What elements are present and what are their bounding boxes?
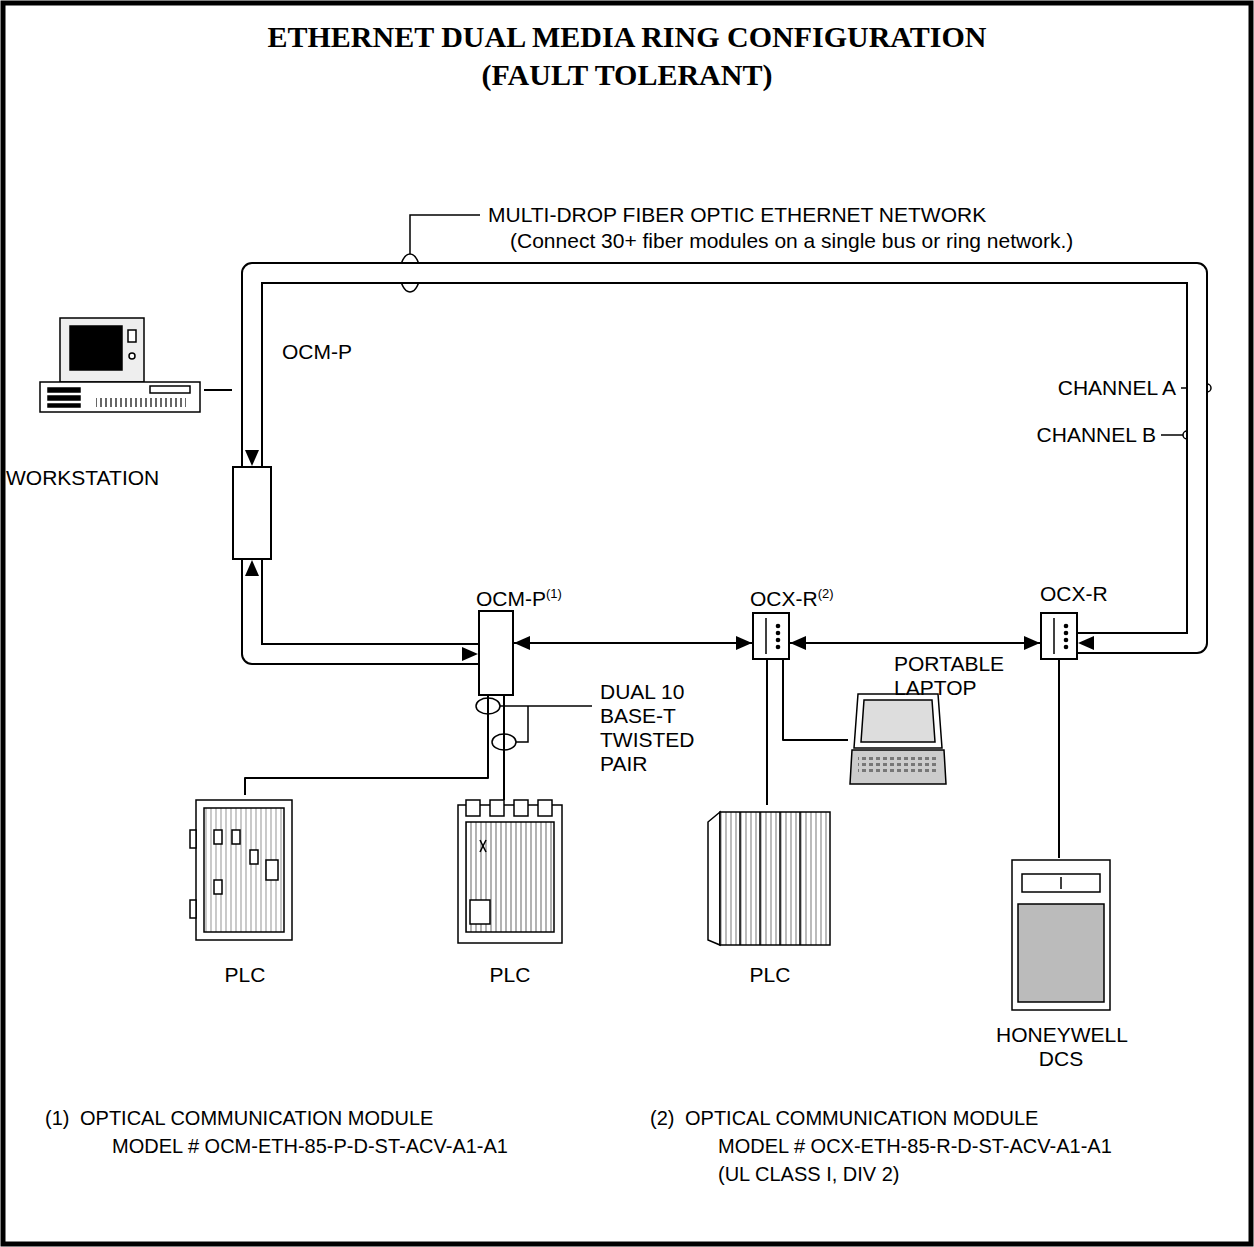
node-text: PLC bbox=[750, 963, 791, 986]
plc-node: PLC bbox=[708, 805, 832, 995]
frame bbox=[3, 3, 1251, 1244]
plc-node: PLC bbox=[192, 795, 298, 995]
plc-rack-icon bbox=[190, 800, 292, 940]
node-label: OCX-R bbox=[1040, 582, 1108, 606]
footnote-text: OPTICAL COMMUNICATION MODULE bbox=[685, 1106, 1038, 1130]
workstation-icon bbox=[40, 318, 200, 412]
channel-label: CHANNEL A bbox=[1040, 376, 1176, 400]
cable-line bbox=[767, 660, 768, 805]
diagram-title: ETHERNET DUAL MEDIA RING CONFIGURATION (… bbox=[237, 18, 1017, 94]
cable-path bbox=[790, 642, 1040, 644]
cable-path bbox=[514, 642, 752, 644]
footnote-ref: (1) bbox=[546, 586, 562, 601]
fiber-outer bbox=[252, 560, 478, 654]
fiber-ring bbox=[245, 273, 1197, 650]
node-label: PORTABLE LAPTOP bbox=[894, 652, 1009, 700]
leader-lines bbox=[400, 215, 1211, 750]
cable-path bbox=[1058, 660, 1060, 858]
module-box: OCX-R(2) bbox=[752, 612, 790, 660]
cable-path bbox=[245, 696, 488, 795]
arrow-head bbox=[245, 450, 259, 466]
footnote-ref: (2) bbox=[818, 586, 834, 601]
node-label: WORKSTATION bbox=[6, 466, 159, 490]
dcs-node: HONEYWELL DCS bbox=[996, 858, 1126, 1078]
arrow-head bbox=[462, 647, 478, 661]
arrow-head bbox=[245, 560, 259, 576]
module-box: OCX-R bbox=[1040, 612, 1078, 660]
workstation-node: WORKSTATION bbox=[4, 316, 204, 496]
cable-line bbox=[504, 696, 505, 800]
fiber-outer bbox=[252, 273, 1197, 643]
node-text: OCX-R bbox=[750, 587, 818, 610]
module-detail bbox=[1042, 614, 1076, 658]
node-label: OCM-P bbox=[282, 340, 352, 364]
node-label: OCX-R(2) bbox=[750, 582, 834, 611]
network-note: (Connect 30+ fiber modules on a single b… bbox=[510, 229, 1073, 253]
arrow-head bbox=[736, 636, 752, 650]
node-text: OCX-R bbox=[1040, 582, 1108, 605]
node-text: OCM-P bbox=[282, 340, 352, 363]
cable-line bbox=[790, 636, 1040, 650]
arrow-head bbox=[790, 636, 806, 650]
laptop-icon bbox=[850, 694, 946, 784]
module-box: OCM-P bbox=[232, 466, 272, 560]
model-number: MODEL # OCX-ETH-85-R-D-ST-ACV-A1-A1 bbox=[718, 1134, 1112, 1158]
plc-node: PLC bbox=[454, 800, 566, 995]
node-text: PLC bbox=[225, 963, 266, 986]
dcs-cabinet-icon bbox=[1012, 860, 1110, 1010]
node-text: PORTABLE LAPTOP bbox=[894, 652, 1004, 699]
node-label: PLC bbox=[192, 963, 298, 987]
arrow-head bbox=[1024, 636, 1040, 650]
fiber-inner bbox=[252, 560, 478, 654]
node-text: HONEYWELL DCS bbox=[996, 1023, 1128, 1070]
footnote-number: (2) bbox=[650, 1106, 674, 1130]
cable-path bbox=[503, 696, 505, 800]
fiber-inner bbox=[252, 273, 1197, 643]
cable-label: DUAL 10 BASE-T TWISTED PAIR bbox=[600, 680, 712, 776]
network-label: MULTI-DROP FIBER OPTIC ETHERNET NETWORK bbox=[488, 203, 986, 227]
arrow-head bbox=[514, 636, 530, 650]
laptop-node: PORTABLE LAPTOP bbox=[848, 652, 1008, 787]
plc-rack-icon bbox=[708, 812, 830, 945]
channel-label: CHANNEL B bbox=[1020, 423, 1156, 447]
cable-line bbox=[204, 390, 232, 391]
node-label: HONEYWELL DCS bbox=[996, 1023, 1126, 1071]
module-box: OCM-P(1) bbox=[478, 610, 514, 696]
node-label: PLC bbox=[708, 963, 832, 987]
module-detail bbox=[754, 614, 788, 658]
cable-line bbox=[783, 660, 848, 740]
plc-rack-icon bbox=[458, 800, 562, 943]
cable-line bbox=[1059, 660, 1060, 858]
arrow-head bbox=[1078, 636, 1094, 650]
node-label: PLC bbox=[454, 963, 566, 987]
cable-line bbox=[245, 696, 488, 795]
cable-path bbox=[204, 389, 232, 391]
footnote-text: OPTICAL COMMUNICATION MODULE bbox=[80, 1106, 433, 1130]
rating-note: (UL CLASS I, DIV 2) bbox=[718, 1162, 900, 1186]
cable-path bbox=[783, 660, 848, 740]
fiber-ring bbox=[245, 560, 478, 661]
cable-line bbox=[514, 636, 752, 650]
footnote-number: (1) bbox=[45, 1106, 69, 1130]
cable-path bbox=[766, 660, 768, 805]
model-number: MODEL # OCM-ETH-85-P-D-ST-ACV-A1-A1 bbox=[112, 1134, 508, 1158]
node-text: OCM-P bbox=[476, 587, 546, 610]
node-label: OCM-P(1) bbox=[476, 582, 562, 611]
node-text: PLC bbox=[490, 963, 531, 986]
node-text: WORKSTATION bbox=[6, 466, 159, 489]
